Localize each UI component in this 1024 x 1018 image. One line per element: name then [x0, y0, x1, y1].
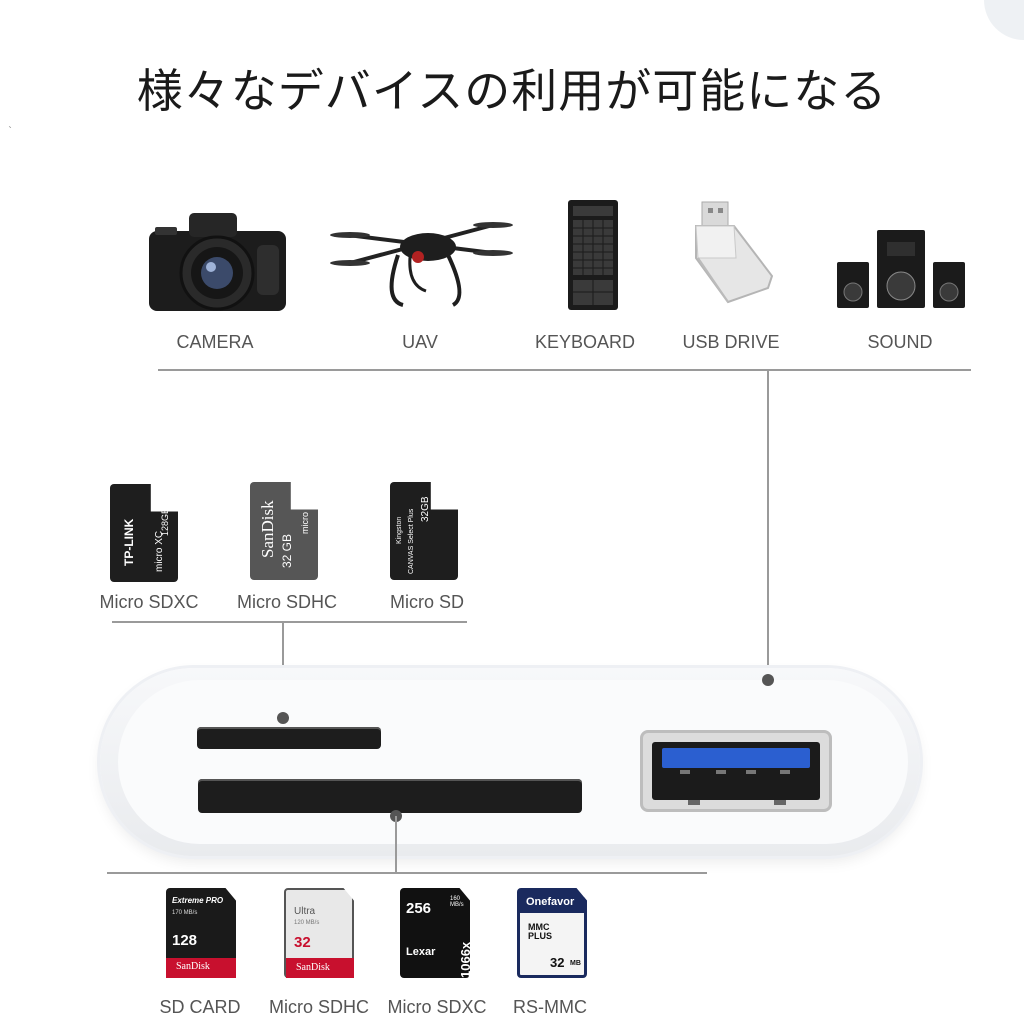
usb-pin: [716, 770, 726, 774]
sd-label-micro-sdxc: Micro SDXC: [387, 997, 487, 1017]
stray-mark: `: [8, 126, 13, 137]
device-divider-line: [158, 369, 971, 371]
page-title: 様々なデバイスの利用が可能になる: [136, 64, 888, 118]
camera-icon: [149, 213, 286, 311]
device-label-usb-drive: USB DRIVE: [682, 332, 780, 352]
sd-card-ultra: Ultra 120 MB/s 32 SanDisk: [284, 888, 354, 978]
sd-card-rs-mmc: Onefavor MMC PLUS 32 MB: [517, 888, 587, 978]
micro-slot-marker-dot: [277, 712, 289, 724]
sd-label-sd-card: SD CARD: [159, 997, 241, 1017]
drone-icon: [330, 222, 513, 307]
micro-label-sdxc: Micro SDXC: [99, 592, 199, 612]
device-label-sound: SOUND: [867, 332, 933, 352]
device-label-uav: UAV: [402, 332, 438, 352]
device-label-camera: CAMERA: [176, 332, 254, 352]
sd-connector-line: [395, 816, 397, 874]
usb-pin: [774, 800, 786, 805]
micro-sd-slot: [197, 727, 381, 749]
usb-pin: [680, 770, 690, 774]
micro-divider-line: [112, 621, 467, 623]
sd-label-micro-sdhc: Micro SDHC: [268, 997, 369, 1017]
sd-divider-line: [107, 872, 707, 874]
usb-pin: [780, 770, 790, 774]
usb-port-tongue: [662, 748, 810, 768]
sd-label-rs-mmc: RS-MMC: [513, 997, 587, 1017]
usb-marker-dot: [762, 674, 774, 686]
micro-card-kingston: Kingston CANVAS Select Plus 32GB: [390, 482, 458, 580]
sd-card-extreme-pro: Extreme PRO 170 MB/s 128 SanDisk: [166, 888, 236, 978]
usb-connector-line: [767, 371, 769, 679]
usb-pin: [688, 800, 700, 805]
device-label-keyboard: KEYBOARD: [534, 332, 636, 352]
micro-card-tplink: TP-LINK micro XC 128GB: [110, 484, 178, 582]
usb-drive-icon: [695, 201, 774, 304]
speaker-icon: [837, 230, 965, 308]
sd-card-slot: [198, 779, 582, 813]
sd-card-lexar: 256 160 MB/s Lexar 1066x: [400, 888, 470, 978]
micro-label-sdhc: Micro SDHC: [236, 592, 337, 612]
usb-pin: [746, 770, 756, 774]
micro-card-sandisk: SanDisk 32 GB micro HC: [250, 482, 318, 580]
keyboard-icon: [568, 200, 618, 310]
micro-label-sd: Micro SD: [389, 592, 464, 612]
corner-decoration: [984, 0, 1024, 40]
